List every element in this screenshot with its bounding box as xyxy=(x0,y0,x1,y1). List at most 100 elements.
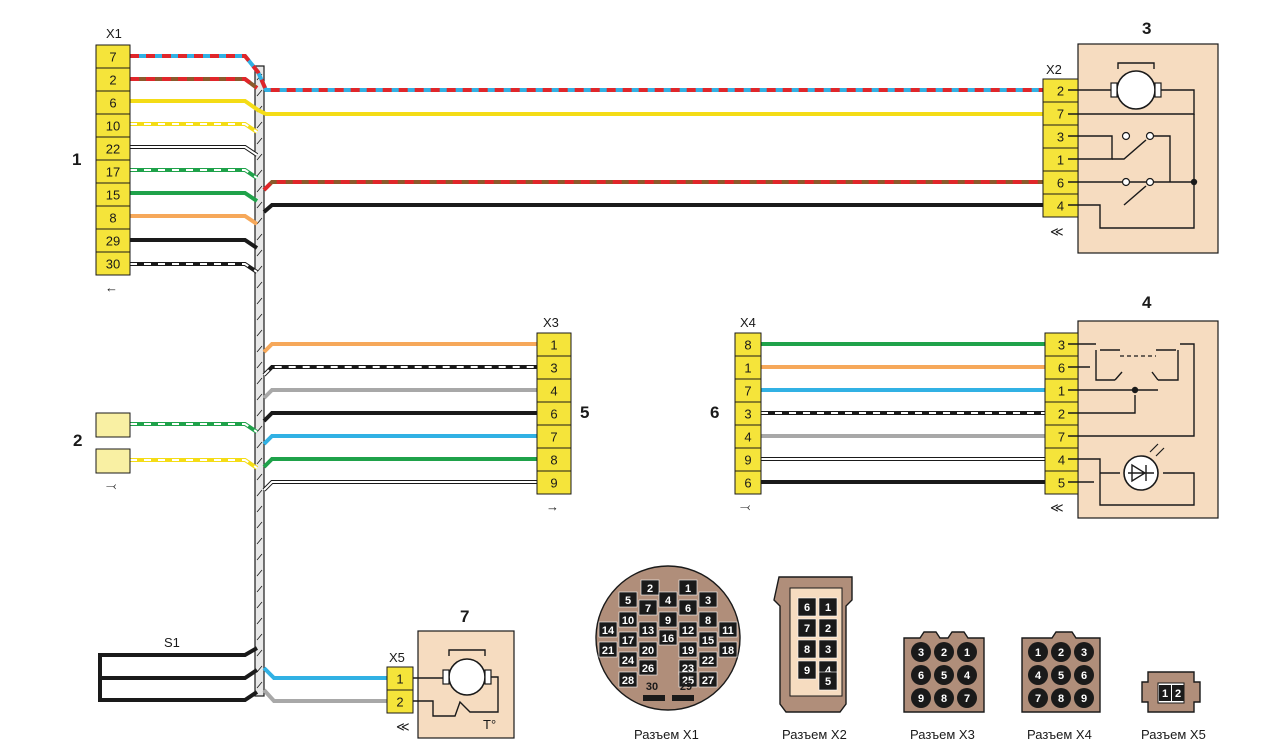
plug-x2-pin xyxy=(797,618,817,638)
wire-yellow-white-c2 xyxy=(130,458,259,470)
plug-x1-pin-number: 26 xyxy=(642,663,654,675)
plug-symbol-icon: ≪ xyxy=(1050,500,1064,515)
plug-x3-pin-number: 6 xyxy=(918,670,924,682)
plug-x1-pin xyxy=(678,641,698,658)
component-4-pin-number: 6 xyxy=(1058,361,1065,376)
wire-x3-green xyxy=(262,457,537,469)
wire-orange xyxy=(130,214,259,226)
wire-x3-black-white xyxy=(262,365,537,377)
switch-wiring xyxy=(1068,114,1195,229)
wire-red-blue-stripe xyxy=(130,54,1043,92)
plug-x3-pin xyxy=(957,665,977,685)
component-7-number: 7 xyxy=(460,607,469,626)
component-1-number: 1 xyxy=(72,150,81,169)
plug-x1-pin-number: 10 xyxy=(622,615,634,627)
wire-x3-white-outline xyxy=(262,480,537,492)
plug-x1-pin-number: 8 xyxy=(705,615,711,627)
wire-green-white-c2-stripe xyxy=(130,423,258,433)
plug-x4-pin xyxy=(1051,688,1071,708)
wire-green-white-c2 xyxy=(130,422,259,434)
plug-x1-pin xyxy=(678,621,698,638)
plug-x1-pin xyxy=(718,621,738,638)
plug-x3-pin-number: 8 xyxy=(941,693,947,705)
plug-x4-pin xyxy=(1051,642,1071,662)
plug-symbol-icon: ⤙ xyxy=(106,478,117,493)
wires-s1 xyxy=(98,646,387,703)
switch-2-lever xyxy=(1123,185,1147,206)
plug-x3-pin xyxy=(957,642,977,662)
x2-label: X2 xyxy=(1046,62,1062,77)
motor-icon xyxy=(1116,70,1156,110)
plug-x1-pin-number: 20 xyxy=(642,645,654,657)
wire-black-x2 xyxy=(262,203,1043,214)
plug-x1-pin-number: 2 xyxy=(647,583,653,595)
plug-x3-pin-number: 9 xyxy=(918,693,924,705)
x1-pin-number: 29 xyxy=(106,234,120,249)
x5-label: X5 xyxy=(389,650,405,665)
wire-s1-mid xyxy=(100,668,259,680)
plug-x2-pin-number: 2 xyxy=(825,623,831,635)
wire-x3-white xyxy=(263,481,537,491)
wire-red-brown-x2-stripe xyxy=(262,180,1043,192)
motor-bracket xyxy=(448,649,486,656)
x5-pin-number: 1 xyxy=(396,672,403,687)
x3-pin-number: 3 xyxy=(550,361,557,376)
plug-x1-pin-number: 4 xyxy=(665,595,672,607)
plug-x1-pin-number: 18 xyxy=(722,645,734,657)
x1-pin-number: 22 xyxy=(106,142,120,157)
wire-black-white xyxy=(130,262,259,274)
plug-x1-pin-number: 5 xyxy=(625,595,631,607)
plug-x1-pin xyxy=(638,599,658,616)
plug-x3-pin xyxy=(957,688,977,708)
x4-pin-number: 8 xyxy=(744,338,751,353)
led-light-rays xyxy=(1149,443,1165,457)
x5-pin-number: 2 xyxy=(396,695,403,710)
plug-x4-pin xyxy=(1074,665,1094,685)
plug-x4-pin xyxy=(1074,642,1094,662)
x3-pin-number: 8 xyxy=(550,453,557,468)
plug-x2-pin xyxy=(818,618,838,638)
motor-brush-right xyxy=(1154,82,1162,98)
x4-pin-number: 9 xyxy=(744,453,751,468)
wire-yellow-white-stripe xyxy=(130,123,258,133)
x3-pin-number: 1 xyxy=(550,338,557,353)
plug-x1-pin-number: 15 xyxy=(702,635,714,647)
plug-x2-pin xyxy=(818,639,838,659)
x4-label: X4 xyxy=(740,315,756,330)
x3-pin-box xyxy=(536,470,572,495)
plug-x1-pin xyxy=(658,611,678,628)
component-4-pin-number: 4 xyxy=(1058,453,1065,468)
component-4-wiring xyxy=(1068,343,1195,506)
plug-x3-pin xyxy=(911,688,931,708)
x1-label: X1 xyxy=(106,26,122,41)
plug-x4-pin-number: 8 xyxy=(1058,693,1064,705)
plug-x3-pin xyxy=(934,688,954,708)
plug-x1-pin xyxy=(698,651,718,668)
plug-x1-pin xyxy=(598,641,618,658)
plug-x3-pin xyxy=(911,665,931,685)
plug-x4-pin-number: 2 xyxy=(1058,647,1064,659)
arrow-right-icon: → xyxy=(546,499,559,514)
x4-pin-number: 6 xyxy=(744,476,751,491)
plug-symbol-icon: ≪ xyxy=(1050,224,1064,239)
plug-x2-pin xyxy=(818,671,838,691)
wires-x3 xyxy=(262,342,537,492)
plug-x1-pin-number: 27 xyxy=(702,675,714,687)
x4-pin-box xyxy=(734,470,762,495)
x3-label: X3 xyxy=(543,315,559,330)
x1-pin-number: 6 xyxy=(109,96,116,111)
wire-red-blue xyxy=(130,54,1043,92)
wire-x3-blue xyxy=(262,434,537,446)
plug-x3-caption: Разъем X3 xyxy=(910,727,975,742)
x4-pin-number: 1 xyxy=(744,361,751,376)
plug-x2-pin-number: 8 xyxy=(804,644,810,656)
plug-x2-pin xyxy=(797,639,817,659)
plug-x4-pin xyxy=(1028,642,1048,662)
plug-x2-pin xyxy=(797,597,817,617)
plug-x1-pin xyxy=(618,591,638,608)
x3-pin-number: 4 xyxy=(550,384,557,399)
plug-x1-pin-number: 6 xyxy=(685,603,691,615)
